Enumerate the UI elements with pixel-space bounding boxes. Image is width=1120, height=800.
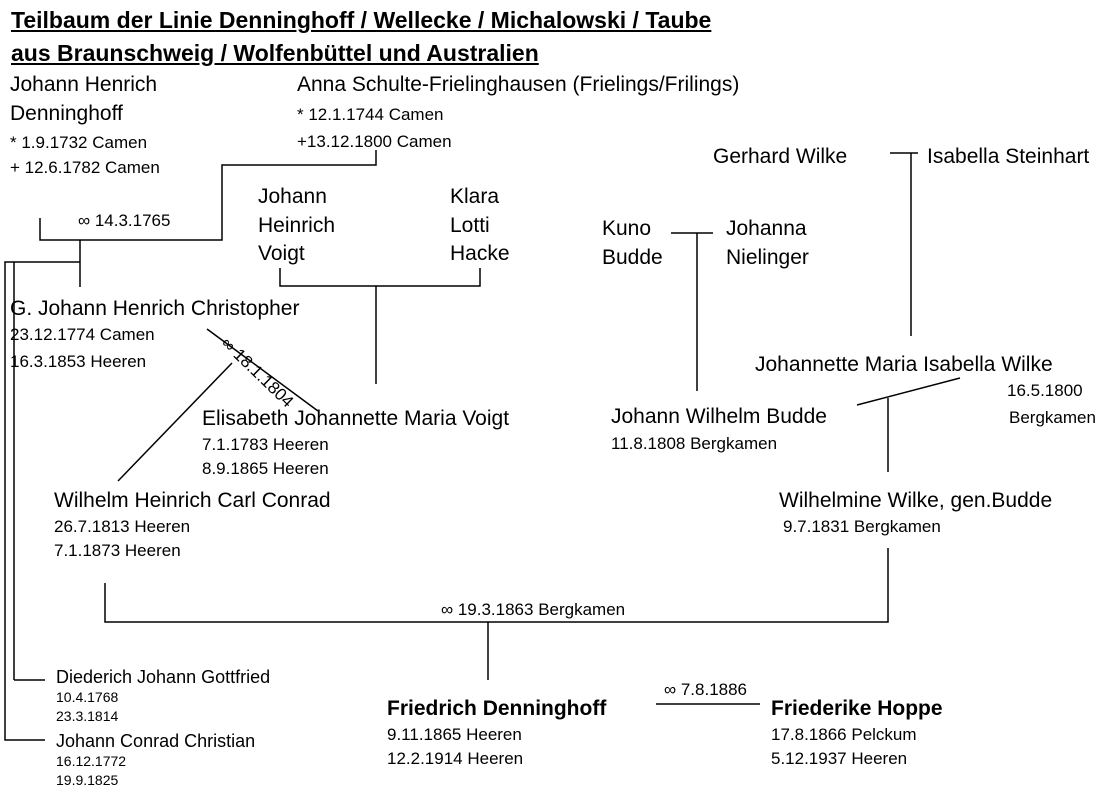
person-died: 16.3.1853 Heeren [10, 352, 147, 371]
person-name: Friedrich Denninghoff [387, 697, 607, 720]
person-born: 16.12.1772 [56, 753, 127, 769]
person-name: Lotti [450, 214, 490, 237]
line-to-wilhelm [117, 362, 233, 482]
marriage-label-1886: ∞ 7.8.1886 [664, 680, 748, 699]
person-name: Heinrich [258, 214, 336, 237]
person-gerhard: Gerhard Wilke [713, 145, 848, 168]
person-name: Johanna [726, 217, 807, 240]
person-name: Friederike Hoppe [771, 697, 943, 720]
line-marriage-1765 [39, 150, 377, 241]
person-name: Voigt [258, 242, 305, 265]
person-name: Johann [258, 185, 327, 208]
person-born: 11.8.1808 Bergkamen [611, 434, 778, 453]
person-name: Klara [450, 185, 500, 208]
person-born: 17.8.1866 Pelckum [771, 725, 917, 744]
person-born: * 1.9.1732 Camen [10, 133, 148, 152]
person-died: 23.3.1814 [56, 708, 119, 724]
person-name: Wilhelmine Wilke, gen.Budde [779, 489, 1053, 512]
line-marriage-voigt-hacke [279, 268, 481, 287]
person-name: Hacke [450, 242, 510, 265]
person-name: Johann Wilhelm Budde [611, 405, 827, 428]
person-name: Wilhelm Heinrich Carl Conrad [54, 489, 331, 512]
person-name: Johannette Maria Isabella Wilke [755, 353, 1053, 376]
person-place: Bergkamen [1009, 408, 1096, 427]
person-died: +13.12.1800 Camen [297, 132, 452, 151]
title-line-2: aus Braunschweig / Wolfenbüttel und Aust… [11, 40, 539, 66]
person-born: 23.12.1774 Camen [10, 325, 155, 344]
person-name: Nielinger [726, 246, 809, 269]
person-name: Budde [602, 246, 663, 269]
person-died: 12.2.1914 Heeren [387, 749, 524, 768]
person-name: G. Johann Henrich Christopher [10, 297, 300, 320]
person-died: + 12.6.1782 Camen [10, 158, 160, 177]
person-name: Johann Conrad Christian [56, 731, 256, 751]
person-name: Johann Henrich [10, 73, 158, 96]
person-name: Kuno [602, 217, 652, 240]
person-born: 16.5.1800 [1007, 381, 1083, 400]
person-name: Anna Schulte-Frielinghausen (Frielings/F… [297, 73, 740, 96]
person-died: 8.9.1865 Heeren [202, 459, 329, 478]
person-died: 7.1.1873 Heeren [54, 541, 181, 560]
title-line-1: Teilbaum der Linie Denninghoff / Welleck… [11, 7, 712, 33]
line-marriage-1863 [104, 548, 889, 623]
marriage-label-1765: ∞ 14.3.1765 [78, 211, 171, 230]
person-born: 9.11.1865 Heeren [387, 725, 522, 744]
person-isabella: Isabella Steinhart [927, 145, 1090, 168]
person-name: Denninghoff [10, 102, 123, 125]
person-born: 7.1.1783 Heeren [202, 435, 329, 454]
person-name: Elisabeth Johannette Maria Voigt [202, 407, 510, 430]
person-born: 9.7.1831 Bergkamen [783, 517, 941, 536]
person-born: 10.4.1768 [56, 689, 119, 705]
person-born: 26.7.1813 Heeren [54, 517, 191, 536]
person-died: 19.9.1825 [56, 772, 119, 788]
line-marriage-1804 [206, 328, 319, 412]
line-siblings-bracket [4, 261, 80, 741]
person-name: Diederich Johann Gottfried [56, 667, 271, 687]
marriage-label-1863: ∞ 19.3.1863 Bergkamen [441, 600, 626, 619]
person-died: 5.12.1937 Heeren [771, 749, 908, 768]
line-marriage-budde-wilke [856, 377, 961, 406]
person-born: * 12.1.1744 Camen [297, 105, 444, 124]
